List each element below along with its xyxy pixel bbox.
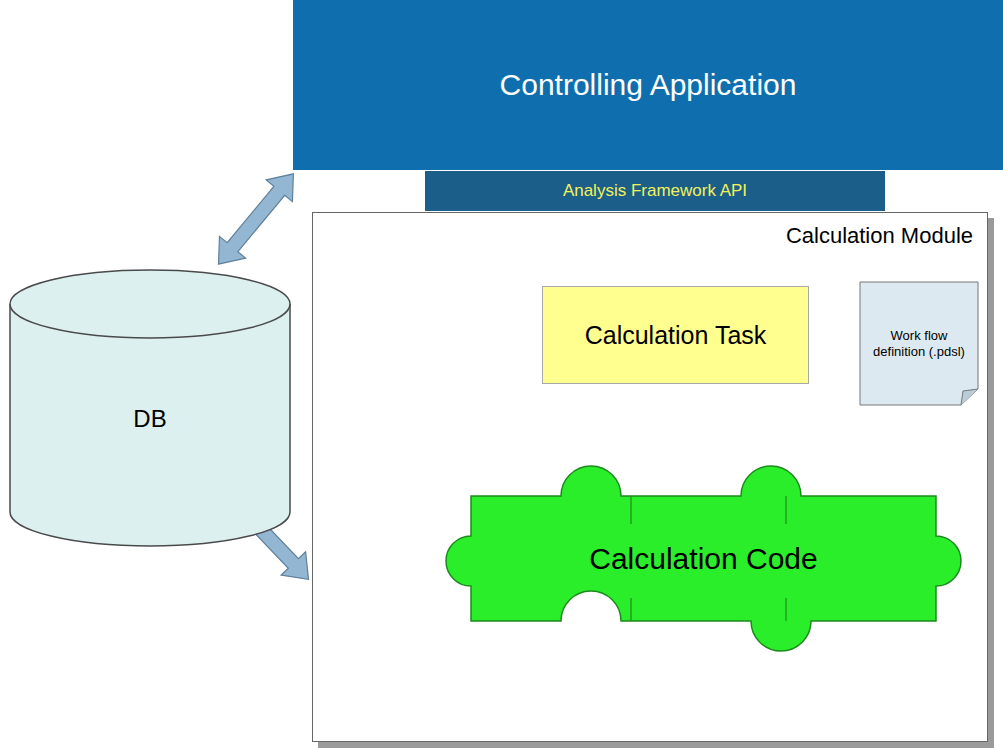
application-box: Controlling Application xyxy=(293,0,1003,170)
node-label: Work flow definition (.pdsl) xyxy=(867,328,971,359)
node-label: Calculation Code xyxy=(589,541,817,577)
note-document: Work flow definition (.pdsl) xyxy=(859,281,979,406)
node-label: DB xyxy=(133,405,166,434)
database-cylinder: DB xyxy=(8,268,292,550)
node-label: Calculation Task xyxy=(585,320,767,350)
node-label: Analysis Framework API xyxy=(563,181,747,201)
node-label: Controlling Application xyxy=(500,67,797,103)
api-band: Analysis Framework API xyxy=(425,171,885,211)
node-label: Calculation Module xyxy=(786,223,973,249)
task-box: Calculation Task xyxy=(542,286,809,384)
puzzle-shape: Calculation Code xyxy=(441,446,966,656)
block-arrow xyxy=(219,174,294,264)
module-box: Calculation ModuleCalculation Task Work f… xyxy=(312,212,988,742)
